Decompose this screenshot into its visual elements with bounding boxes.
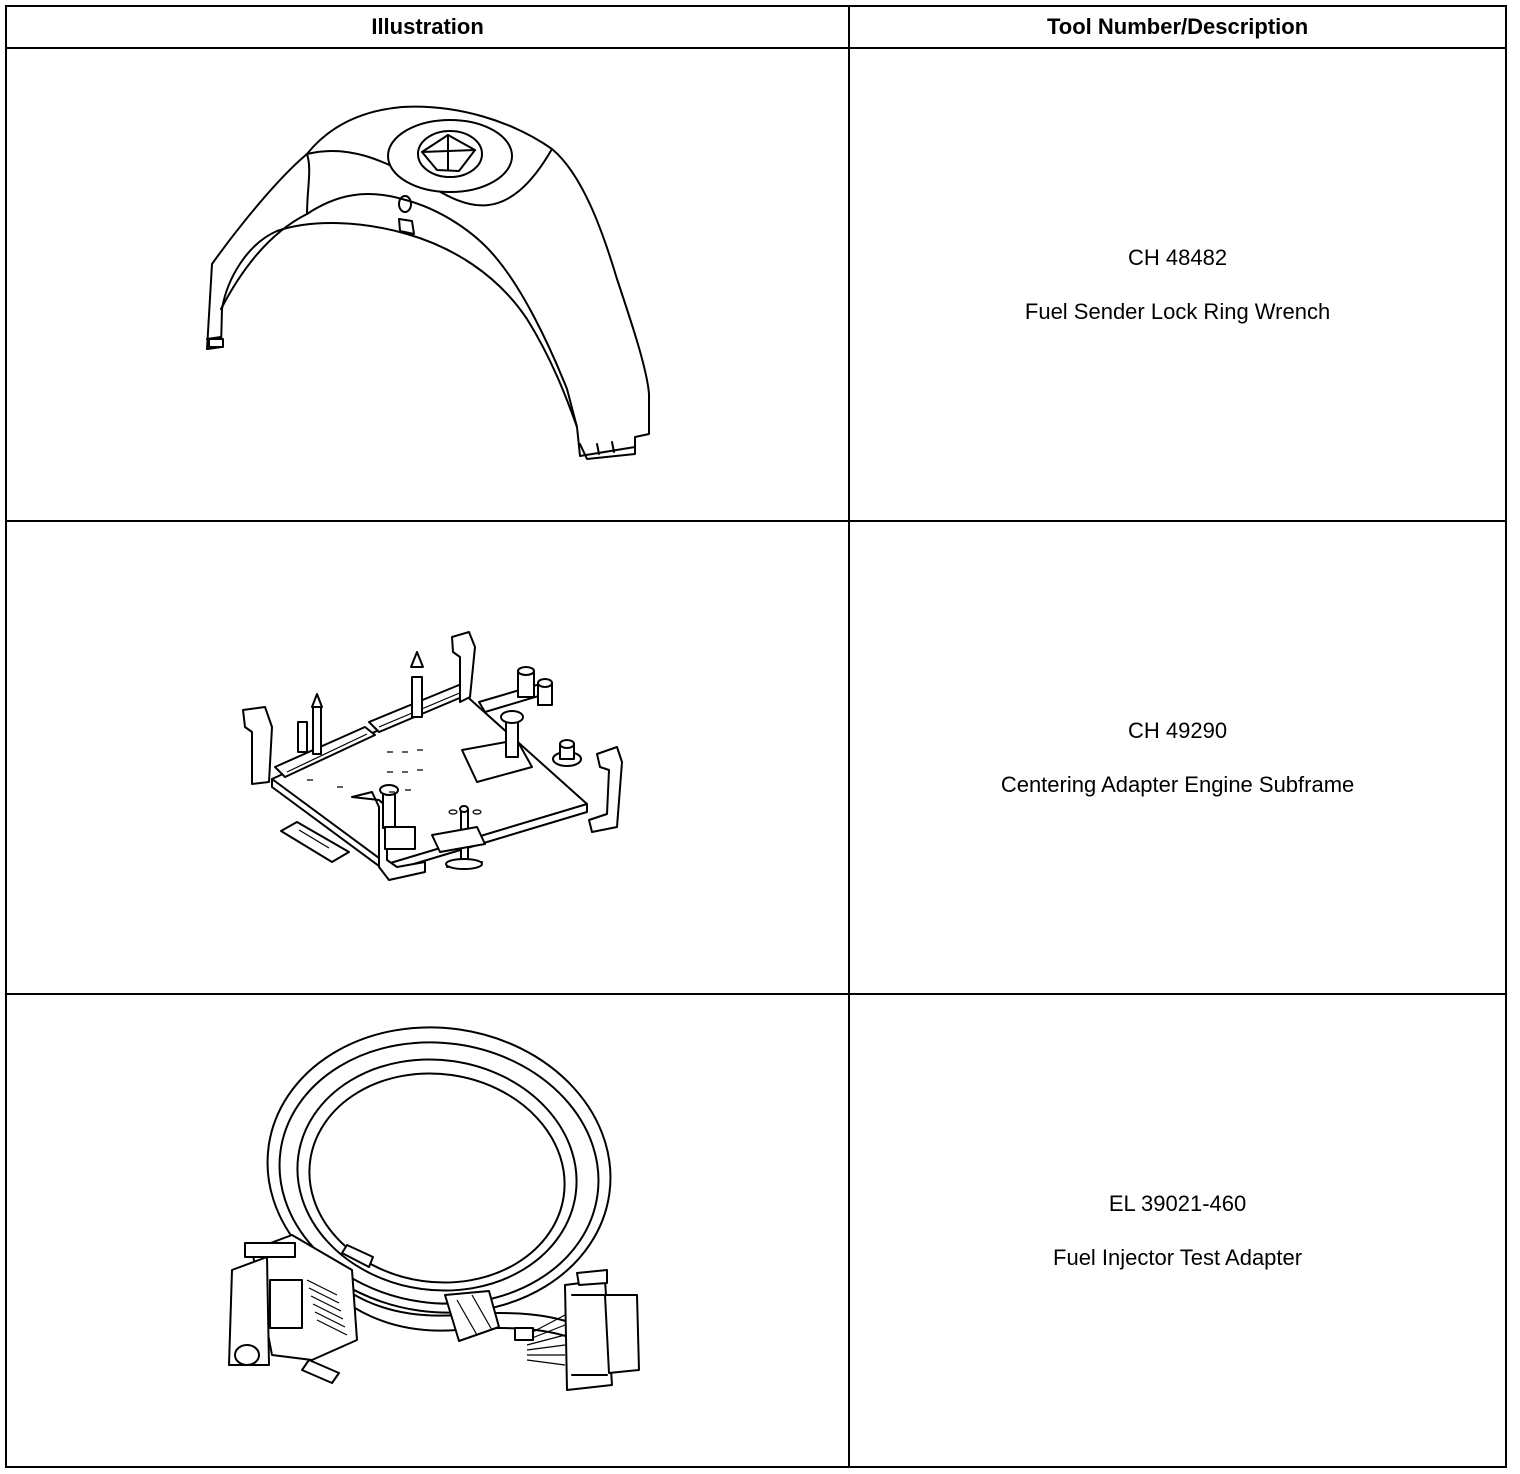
table-row: CH 48482 Fuel Sender Lock Ring Wrench xyxy=(4,47,1507,522)
tool-description-cell: EL 39021-460 Fuel Injector Test Adapter xyxy=(848,993,1507,1468)
tool-column-header: Tool Number/Description xyxy=(848,5,1507,49)
tool-number: EL 39021-460 xyxy=(1108,1190,1247,1216)
tool-description: Centering Adapter Engine Subframe xyxy=(1000,771,1355,797)
tool-number: CH 48482 xyxy=(1128,244,1228,270)
illustration-column-header: Illustration xyxy=(4,5,851,49)
illustration-cell xyxy=(4,520,851,995)
tool-description-cell: CH 48482 Fuel Sender Lock Ring Wrench xyxy=(848,47,1507,522)
subframe-centering-adapter-icon xyxy=(242,631,623,881)
tool-description: Fuel Injector Test Adapter xyxy=(1053,1244,1303,1270)
illustration-cell xyxy=(4,47,851,522)
table-header-row: Illustration Tool Number/Description xyxy=(4,5,1507,49)
illustration-cell xyxy=(4,993,851,1468)
lock-ring-wrench-icon xyxy=(206,105,650,460)
table-row: EL 39021-460 Fuel Injector Test Adapter xyxy=(4,993,1507,1468)
table-row: CH 49290 Centering Adapter Engine Subfra… xyxy=(4,520,1507,995)
tool-description-cell: CH 49290 Centering Adapter Engine Subfra… xyxy=(848,520,1507,995)
special-tools-table: Illustration Tool Number/Description xyxy=(4,5,1507,1468)
tool-description: Fuel Sender Lock Ring Wrench xyxy=(1024,298,1331,324)
injector-test-adapter-cable-icon xyxy=(228,1026,640,1391)
tool-number: CH 49290 xyxy=(1128,717,1228,743)
